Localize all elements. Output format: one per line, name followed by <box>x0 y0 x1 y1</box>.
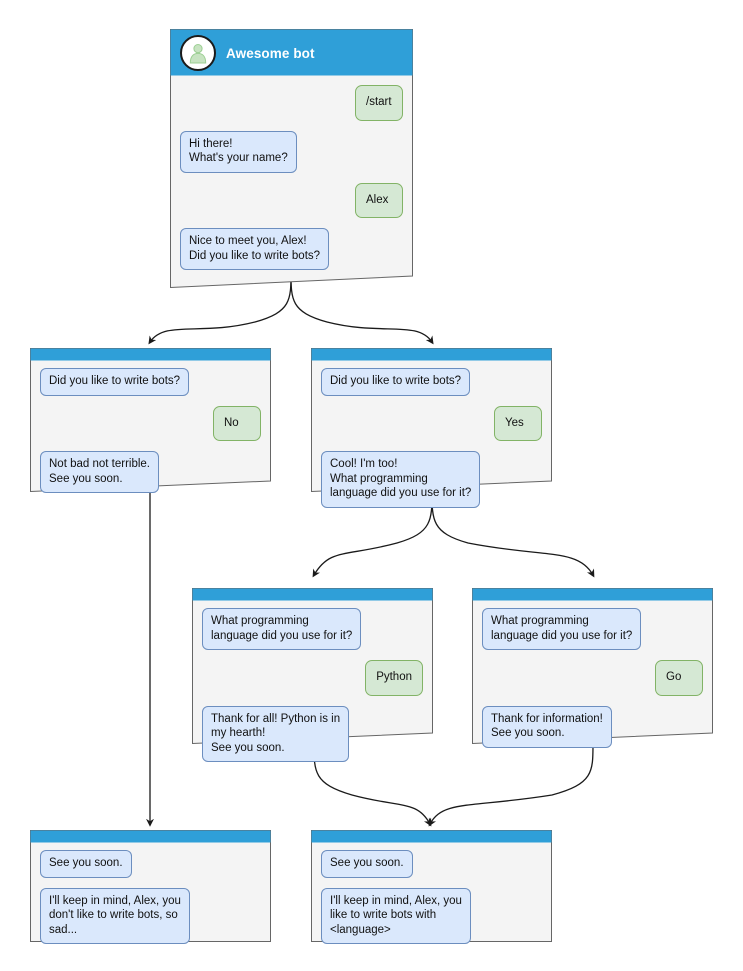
person-glyph-icon <box>189 44 207 64</box>
message-row: Did you like to write bots? <box>321 368 542 396</box>
node-answer-yes-screen: Did you like to write bots? Yes Cool! I'… <box>311 360 552 518</box>
user-message-bubble: Yes <box>494 405 542 441</box>
message-row: Did you like to write bots? <box>40 368 261 396</box>
node-answer-no[interactable]: Did you like to write bots? No Not bad n… <box>30 348 271 493</box>
bot-message-bubble: Thank for all! Python is in my hearth! S… <box>202 705 350 762</box>
message-row: What programming language did you use fo… <box>482 608 703 650</box>
message-row: Yes <box>321 405 542 441</box>
node-end-sad[interactable]: See you soon. I'll keep in mind, Alex, y… <box>30 830 271 944</box>
user-message-bubble: Python <box>365 660 423 696</box>
node-answer-no-screen: Did you like to write bots? No Not bad n… <box>30 360 271 503</box>
user-message-bubble: Go <box>655 660 703 696</box>
bot-message-bubble: See you soon. <box>40 850 132 878</box>
bot-title: Awesome bot <box>226 45 315 61</box>
message-row: Alex <box>180 182 403 218</box>
bot-message-bubble: Not bad not terrible. See you soon. <box>40 451 160 493</box>
message-row: Go <box>482 660 703 696</box>
bot-message-bubble: What programming language did you use fo… <box>202 608 362 650</box>
message-row: Hi there! What's your name? <box>180 130 403 173</box>
bot-message-bubble: See you soon. <box>321 850 413 878</box>
node-answer-yes-header <box>311 348 552 360</box>
message-row: I'll keep in mind, Alex, you like to wri… <box>321 887 542 944</box>
node-end-happy-screen: See you soon. I'll keep in mind, Alex, y… <box>311 842 552 954</box>
node-end-happy-header <box>311 830 552 842</box>
bot-message-bubble: Thank for information! See you soon. <box>482 705 612 748</box>
message-row: See you soon. <box>321 850 542 878</box>
node-lang-python[interactable]: What programming language did you use fo… <box>192 588 433 762</box>
message-row: Python <box>202 660 423 696</box>
message-row: What programming language did you use fo… <box>202 608 423 650</box>
node-start[interactable]: Awesome bot /start Hi there! What's your… <box>170 29 413 288</box>
user-message-bubble: No <box>213 405 261 441</box>
node-start-header: Awesome bot <box>170 29 413 77</box>
bot-message-bubble: Did you like to write bots? <box>40 368 190 396</box>
node-answer-yes[interactable]: Did you like to write bots? Yes Cool! I'… <box>311 348 552 508</box>
node-lang-python-screen: What programming language did you use fo… <box>192 600 433 772</box>
bot-message-bubble: What programming language did you use fo… <box>482 608 642 650</box>
user-message-bubble: /start <box>355 85 403 121</box>
bot-message-bubble: I'll keep in mind, Alex, you don't like … <box>40 887 190 944</box>
bot-message-bubble: Nice to meet you, Alex! Did you like to … <box>180 228 330 270</box>
message-row: Cool! I'm too! What programming language… <box>321 451 542 508</box>
node-end-sad-header <box>30 830 271 842</box>
message-row: Thank for all! Python is in my hearth! S… <box>202 705 423 762</box>
message-row: Nice to meet you, Alex! Did you like to … <box>180 228 403 270</box>
node-lang-go-header <box>472 588 713 600</box>
node-lang-go[interactable]: What programming language did you use fo… <box>472 588 713 748</box>
node-end-sad-screen: See you soon. I'll keep in mind, Alex, y… <box>30 842 271 954</box>
bot-message-bubble: Hi there! What's your name? <box>180 130 297 173</box>
message-row: See you soon. <box>40 850 261 878</box>
message-row: Thank for information! See you soon. <box>482 705 703 748</box>
user-message-bubble: Alex <box>355 182 403 218</box>
bot-message-bubble: I'll keep in mind, Alex, you like to wri… <box>321 887 471 944</box>
node-answer-no-header <box>30 348 271 360</box>
message-row: Not bad not terrible. See you soon. <box>40 451 261 493</box>
node-lang-go-screen: What programming language did you use fo… <box>472 600 713 758</box>
bot-message-bubble: Cool! I'm too! What programming language… <box>321 451 481 508</box>
bot-message-bubble: Did you like to write bots? <box>321 368 471 396</box>
message-row: I'll keep in mind, Alex, you don't like … <box>40 887 261 944</box>
person-avatar-icon <box>180 35 216 71</box>
message-row: /start <box>180 85 403 121</box>
node-end-happy[interactable]: See you soon. I'll keep in mind, Alex, y… <box>311 830 552 944</box>
node-start-screen: /start Hi there! What's your name? Alex … <box>170 77 413 288</box>
node-lang-python-header <box>192 588 433 600</box>
message-row: No <box>40 405 261 441</box>
